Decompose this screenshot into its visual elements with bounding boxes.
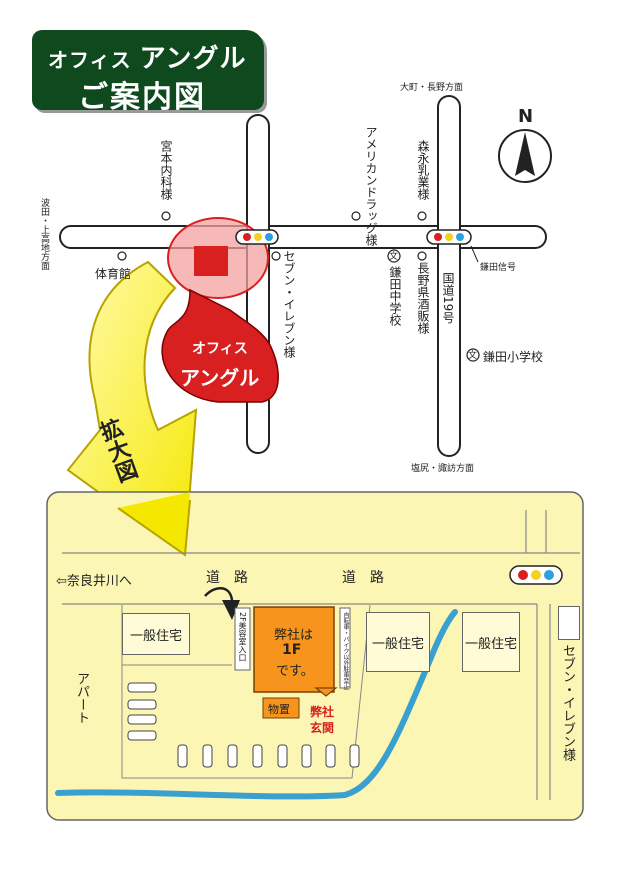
road-label-2: 道 路 (342, 570, 384, 586)
american-drug-label: アメリカンドラッグ様 (364, 126, 378, 246)
office-callout (161, 288, 279, 403)
house-1: 一般住宅 (122, 613, 190, 655)
office-marker (194, 246, 228, 276)
title-banner (32, 30, 264, 110)
nagano-sakehanbai-label: 長野県酒販様 (416, 262, 430, 334)
house-2: 一般住宅 (366, 612, 430, 672)
route19-label: 国道19号 (441, 272, 455, 324)
storage-label: 物置 (268, 703, 290, 716)
school-icon: 文 (389, 252, 399, 262)
apartment-label: アパート (74, 672, 89, 724)
direction-south: 塩尻・諏訪方面 (411, 464, 475, 474)
road-label-1: 道 路 (206, 570, 248, 586)
direction-north: 大町・長野方面 (400, 83, 464, 93)
title-small: オフィス (48, 48, 132, 72)
compass-label: N (518, 106, 534, 127)
title-line-2: ご案内図 (78, 80, 206, 115)
title-line-1: オフィス アングル (48, 38, 247, 75)
office-badge-line2: アングル (180, 366, 260, 390)
entrance-line1: 弊社 (310, 705, 335, 719)
office-text-line2: 1F (282, 642, 302, 658)
taiikukan-label: 体育館 (95, 267, 132, 281)
zoom-arrow (66, 260, 198, 500)
kamada-signal-label: 鎌田信号 (480, 263, 517, 273)
parking-note: 自転車・バイク以外駐車禁止 (342, 612, 349, 690)
office-badge-line1: オフィス (192, 341, 248, 357)
seven-eleven-building (558, 606, 580, 640)
direction-west: 波田・上高地方面 (39, 198, 49, 270)
river (55, 609, 458, 800)
to-narai-label: ⇦奈良井川へ (56, 574, 132, 589)
office-building (253, 606, 335, 693)
school-icon: 文 (468, 351, 478, 361)
office-text-line1: 弊社は (274, 628, 314, 643)
seven-eleven-detail-label: セブン・イレブン様 (560, 644, 575, 761)
kamada-jhs-label: 鎌田中学校 (388, 266, 402, 326)
entrance-2f-label: 2F美容室入口 (238, 612, 247, 662)
overview-map (59, 95, 552, 500)
entrance-line2: 玄関 (310, 721, 335, 735)
title-big: アングル (139, 44, 247, 74)
house-3: 一般住宅 (462, 612, 520, 672)
office-text-line3: です。 (276, 664, 314, 679)
route19-road (437, 95, 461, 457)
kamada-es-label: 鎌田小学校 (483, 350, 544, 364)
miyamoto-label: 宮本内科様 (159, 140, 173, 200)
morinaga-label: 森永乳業様 (416, 140, 430, 200)
seven-eleven-overview-label: セブン・イレブン様 (282, 250, 296, 358)
